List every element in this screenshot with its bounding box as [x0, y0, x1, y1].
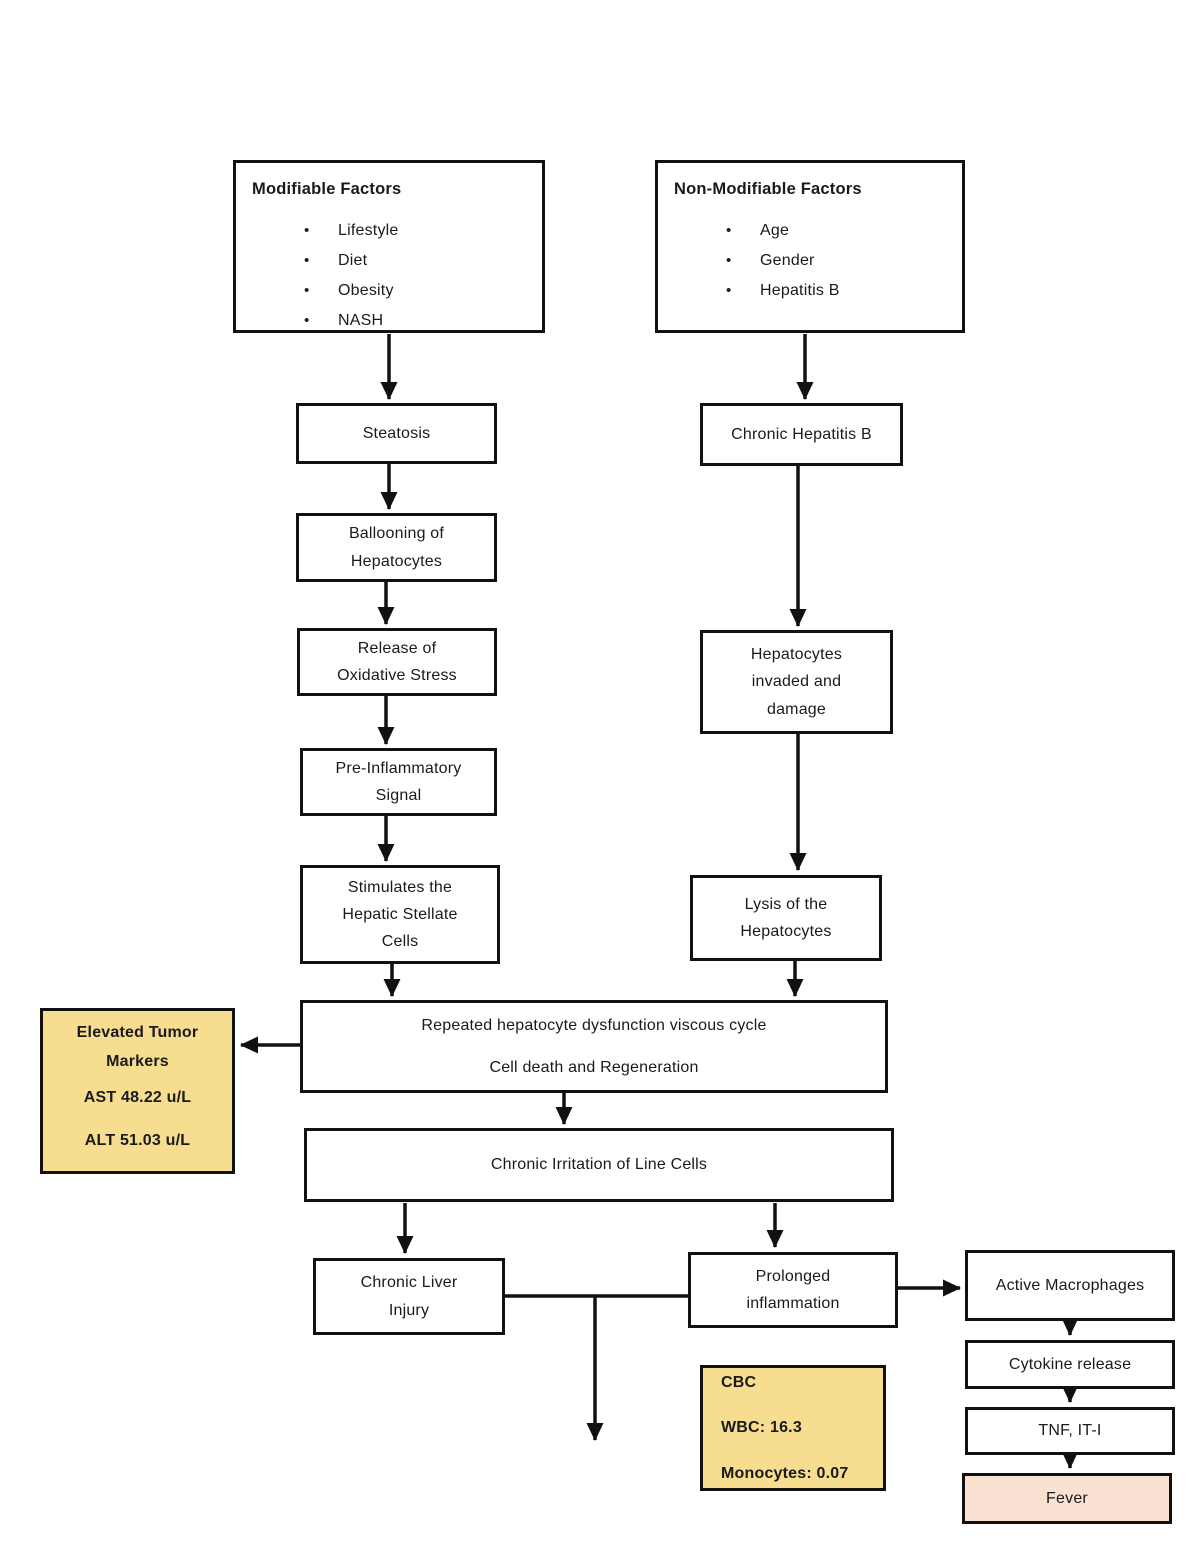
node-ballooning-of-hepatocytes: Ballooning of Hepatocytes — [296, 513, 497, 582]
alt-value: ALT 51.03 u/L — [84, 1131, 191, 1149]
node-chronic-liver-injury: Chronic Liver Injury — [313, 1258, 505, 1335]
list-item: • Diet — [252, 247, 532, 274]
factor-label: Hepatitis B — [760, 281, 840, 299]
list-item: • NASH — [252, 307, 532, 334]
list-item: • Hepatitis B — [674, 277, 952, 304]
modifiable-factors-title: Modifiable Factors — [252, 180, 402, 198]
node-label: Steatosis — [362, 424, 431, 442]
node-label-line: Hepatocytes — [750, 646, 843, 664]
bullet-icon: • — [726, 251, 732, 269]
node-hepatocytes-invaded-and-damage: Hepatocytes invaded and damage — [700, 630, 893, 734]
list-item: • Age — [674, 217, 952, 244]
bullet-icon: • — [304, 281, 310, 299]
factor-label: Lifestyle — [338, 221, 399, 239]
node-elevated-tumor-markers: Elevated Tumor Markers AST 48.22 u/L ALT… — [40, 1008, 235, 1174]
wbc-value: WBC: 16.3 — [721, 1419, 802, 1437]
node-label-line: Stimulates the — [347, 878, 453, 896]
bullet-icon: • — [726, 221, 732, 239]
list-item: • Obesity — [252, 277, 532, 304]
list-item: • Gender — [674, 247, 952, 274]
node-label: TNF, IT-I — [1038, 1422, 1102, 1440]
node-release-of-oxidative-stress: Release of Oxidative Stress — [297, 628, 497, 696]
factor-label: Diet — [338, 251, 368, 269]
node-repeated-hepatocyte-dysfunction: Repeated hepatocyte dysfunction viscous … — [300, 1000, 888, 1093]
node-label: Active Macrophages — [995, 1276, 1145, 1294]
node-modifiable-factors: Modifiable Factors • Lifestyle • Diet • … — [233, 160, 545, 333]
node-label: Fever — [1046, 1489, 1088, 1507]
bullet-icon: • — [304, 221, 310, 239]
factor-label: Gender — [760, 251, 815, 269]
node-stimulates-hepatic-stellate-cells: Stimulates the Hepatic Stellate Cells — [300, 865, 500, 964]
bullet-icon: • — [726, 281, 732, 299]
node-label-line: Release of — [357, 639, 437, 657]
node-label-line: Hepatocytes — [350, 552, 443, 570]
node-label-line: inflammation — [746, 1295, 840, 1312]
ast-value: AST 48.22 u/L — [83, 1089, 192, 1106]
node-label-line: Cells — [381, 933, 419, 951]
bullet-icon: • — [304, 312, 310, 330]
node-chronic-hepatitis-b: Chronic Hepatitis B — [700, 403, 903, 466]
node-label: Chronic Irritation of Line Cells — [490, 1156, 708, 1174]
monocytes-value: Monocytes: 0.07 — [721, 1464, 849, 1482]
node-non-modifiable-factors: Non-Modifiable Factors • Age • Gender • … — [655, 160, 965, 333]
bullet-icon: • — [304, 251, 310, 269]
node-active-macrophages: Active Macrophages — [965, 1250, 1175, 1321]
node-steatosis: Steatosis — [296, 403, 497, 464]
tumor-markers-title-line: Markers — [106, 1053, 169, 1071]
node-label-line: Oxidative Stress — [337, 667, 457, 684]
node-label-line: Hepatic Stellate — [342, 905, 458, 923]
tumor-markers-title-line: Elevated Tumor — [76, 1024, 199, 1042]
node-label: Cytokine release — [1008, 1355, 1132, 1373]
node-label: Chronic Hepatitis B — [731, 425, 872, 443]
node-label-line: Lysis of the — [744, 895, 828, 913]
node-label-line: Chronic Liver — [360, 1274, 458, 1292]
node-tnf-it-i: TNF, IT-I — [965, 1407, 1175, 1455]
node-pre-inflammatory-signal: Pre-Inflammatory Signal — [300, 748, 497, 816]
non-modifiable-factors-title: Non-Modifiable Factors — [674, 180, 862, 198]
node-label-line: Repeated hepatocyte dysfunction viscous … — [421, 1017, 767, 1035]
factor-label: Obesity — [338, 281, 394, 299]
node-label-line: Pre-Inflammatory — [335, 759, 462, 777]
factor-label: NASH — [338, 312, 384, 330]
node-fever: Fever — [962, 1473, 1172, 1524]
node-label-line: Cell death and Regeneration — [489, 1058, 699, 1076]
node-label-line: Prolonged — [755, 1267, 831, 1285]
node-prolonged-inflammation: Prolonged inflammation — [688, 1252, 898, 1328]
node-lysis-of-hepatocytes: Lysis of the Hepatocytes — [690, 875, 882, 961]
node-chronic-irritation-of-line-cells: Chronic Irritation of Line Cells — [304, 1128, 894, 1202]
node-cytokine-release: Cytokine release — [965, 1340, 1175, 1389]
node-cbc-results: CBC WBC: 16.3 Monocytes: 0.07 — [700, 1365, 886, 1491]
cbc-title: CBC — [721, 1374, 757, 1392]
node-label-line: Hepatocytes — [740, 923, 832, 940]
node-label-line: Signal — [375, 787, 422, 804]
node-label-line: invaded and — [751, 673, 842, 691]
node-label-line: Ballooning of — [348, 525, 445, 543]
list-item: • Lifestyle — [252, 217, 532, 244]
node-label-line: damage — [766, 700, 827, 718]
factor-label: Age — [760, 221, 790, 239]
node-label-line: Injury — [388, 1301, 430, 1319]
